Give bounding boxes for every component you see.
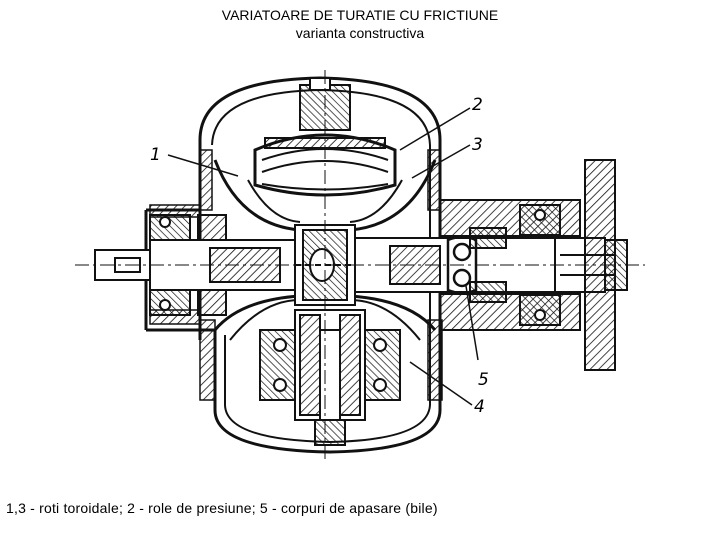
bottom-pressure-roller	[259, 309, 401, 446]
pressure-balls	[446, 235, 478, 295]
title-block: VARIATOARE DE TURATIE CU FRICTIUNE varia…	[0, 6, 720, 42]
toroidal-wheels	[213, 159, 437, 341]
label-5: 5	[478, 370, 489, 390]
label-2: 2	[472, 95, 483, 115]
figure-caption: 1,3 - roti toroidale; 2 - role de presiu…	[6, 500, 438, 516]
label-1: 1	[150, 145, 161, 165]
page-title: VARIATOARE DE TURATIE CU FRICTIUNE	[221, 7, 499, 23]
center-lines	[75, 70, 645, 460]
leader-lines	[167, 107, 479, 406]
page-subtitle: varianta constructiva	[295, 25, 425, 41]
label-4: 4	[474, 397, 485, 417]
label-3: 3	[472, 135, 483, 155]
